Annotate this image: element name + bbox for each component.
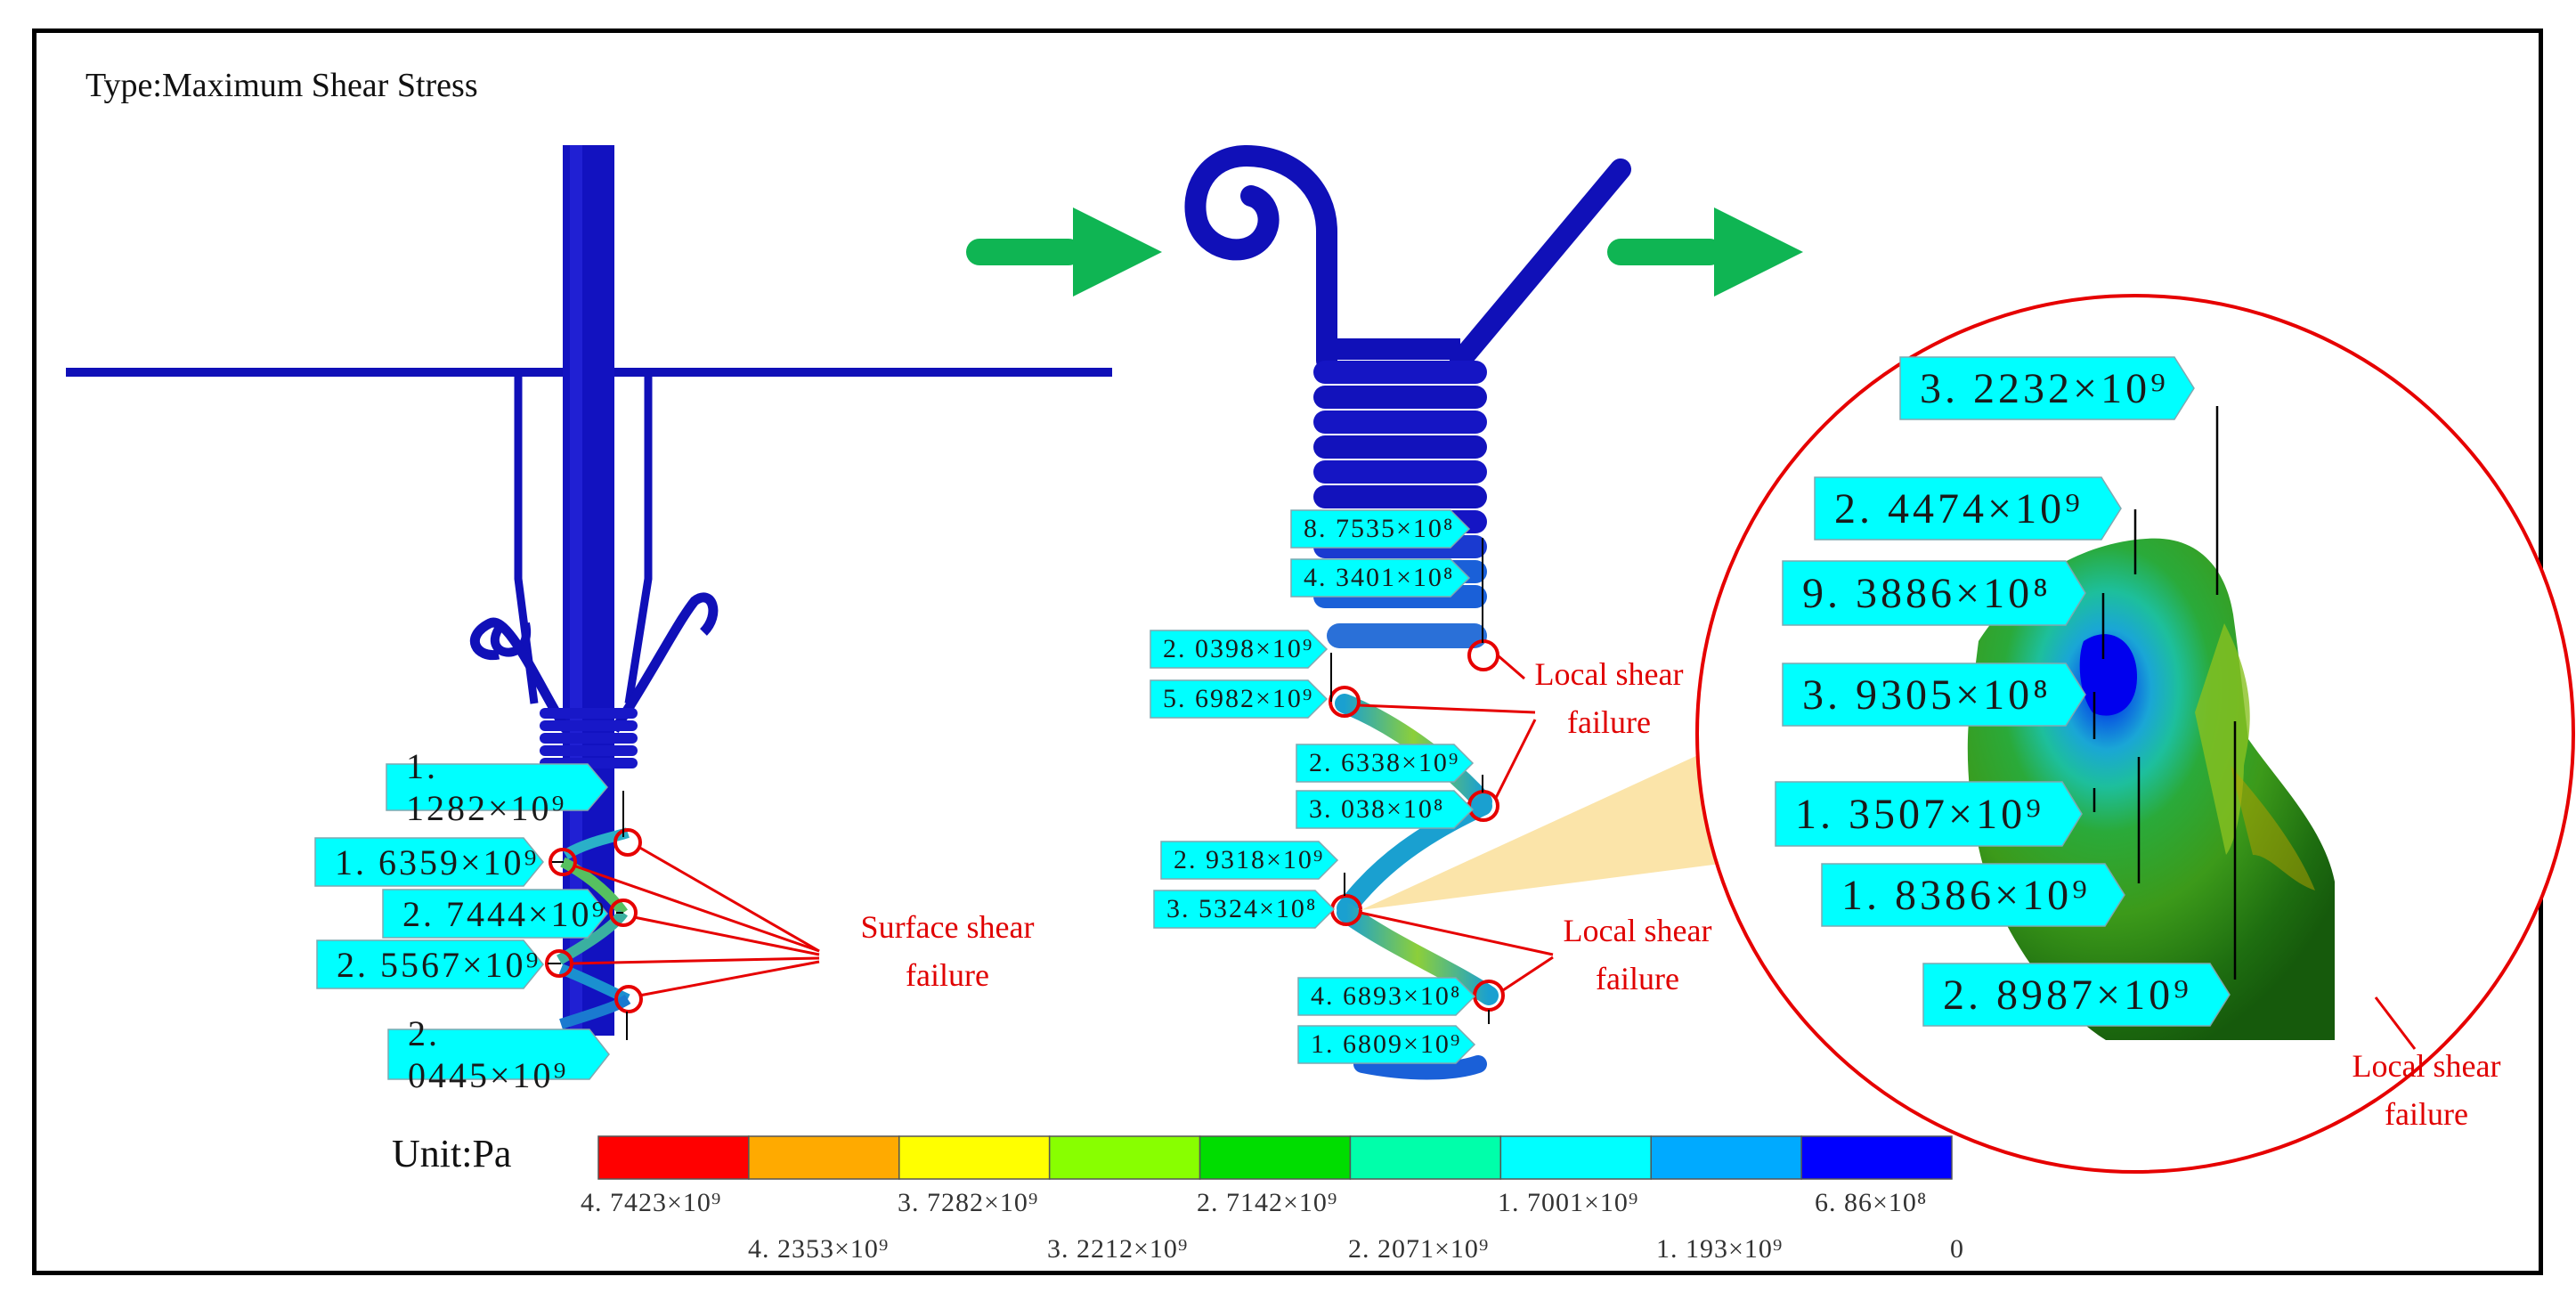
zoom-tag-2: 2. 4474×10⁹ [1834, 484, 2084, 533]
colorbar-tick-bottom-2: 3. 2212×10⁹ [1047, 1234, 1189, 1264]
unit-label: Unit:Pa [392, 1132, 512, 1175]
left-tag-2: 1. 6359×10⁹ [335, 842, 540, 882]
zoom-tag-5: 1. 3507×10⁹ [1795, 790, 2044, 838]
tag-shape [387, 1029, 610, 1080]
left-note-line1: Surface shear [860, 909, 1035, 945]
middle-tag-9: 4. 6893×10⁸ [1311, 981, 1462, 1011]
tag-shapes [314, 356, 2231, 1080]
tag-shape [1296, 790, 1475, 829]
tag-shape [1150, 679, 1329, 719]
tag-shape [1782, 560, 2086, 626]
colorbar-segment [1349, 1135, 1502, 1180]
tag-shape [1782, 663, 2086, 727]
left-tag-1: 1. 1282×10⁹ [406, 746, 567, 828]
middle-tag-6: 3. 038×10⁸ [1309, 794, 1445, 824]
left-tight-coil [540, 708, 638, 768]
middle-tag-5: 2. 6338×10⁹ [1309, 748, 1460, 777]
left-pointers [548, 791, 628, 1040]
left-failure-circles [545, 828, 643, 1013]
left-tag-4: 2. 5567×10⁹ [337, 944, 541, 985]
middle-tight-coil [1313, 361, 1487, 648]
middle-pointers [1330, 538, 1490, 1024]
middle-tag-10: 1. 6809×10⁹ [1311, 1029, 1462, 1059]
tag-shape [316, 939, 544, 989]
zoom-tag-6: 1. 8386×10⁹ [1841, 871, 2091, 919]
tag-shape [1821, 863, 2125, 927]
colorbar-tick-top-4: 1. 7001×10⁹ [1498, 1188, 1639, 1217]
colorbar-tick-top-5: 6. 86×10⁸ [1815, 1188, 1928, 1217]
colorbar-tick-top-3: 2. 7142×10⁹ [1197, 1188, 1338, 1217]
zoom-tag-3: 9. 3886×10⁸ [1802, 569, 2052, 617]
middle-failure-note-upper: Local shear failure [1516, 650, 1702, 746]
tag-shape [314, 837, 544, 887]
middle-note-upper-line2: failure [1567, 704, 1651, 740]
zoom-tag-4: 3. 9305×10⁸ [1802, 671, 2052, 719]
left-failure-note: Surface shear failure [823, 903, 1072, 999]
tag-shape [1153, 890, 1336, 929]
left-leaders [569, 845, 820, 997]
tag-shape [1160, 841, 1339, 880]
colorbar-segment [1650, 1135, 1802, 1180]
middle-note-lower-line1: Local shear [1563, 913, 1712, 948]
middle-tag-8: 3. 5324×10⁸ [1166, 894, 1318, 923]
tag-shape [1297, 1025, 1476, 1064]
arrow-2 [1607, 207, 1803, 297]
zoom-tag-7: 2. 8987×10⁹ [1943, 971, 2192, 1019]
middle-failure-note-lower: Local shear failure [1544, 907, 1731, 1003]
zoom-tag-1: 3. 2232×10⁹ [1920, 364, 2169, 412]
middle-tag-1: 8. 7535×10⁸ [1304, 514, 1455, 543]
tag-shape [382, 889, 608, 939]
zoom-failure-note: Local shear failure [2333, 1042, 2520, 1138]
colorbar-segment [1499, 1135, 1652, 1180]
colorbar-tick-bottom-3: 2. 2071×10⁹ [1348, 1234, 1490, 1264]
middle-note-lower-line2: failure [1596, 961, 1679, 996]
figure-title: Type:Maximum Shear Stress [85, 67, 478, 104]
colorbar-segment [597, 1135, 750, 1180]
arrow-1 [966, 207, 1162, 297]
middle-note-upper-line1: Local shear [1534, 656, 1684, 692]
colorbar-tick-top-1: 4. 7423×10⁹ [581, 1188, 722, 1217]
middle-leaders [1358, 654, 1554, 992]
tag-shape [1290, 558, 1471, 598]
colorbar [597, 1135, 1953, 1180]
left-tag-3: 2. 7444×10⁹ [402, 893, 607, 934]
tag-shape [1150, 630, 1329, 669]
tag-shape [1297, 977, 1476, 1016]
tag-shape [1922, 963, 2231, 1027]
colorbar-tick-bottom-4: 1. 193×10⁹ [1656, 1234, 1784, 1264]
zoom-fan [1361, 750, 1790, 910]
middle-tag-7: 2. 9318×10⁹ [1174, 845, 1325, 874]
tag-shape [1814, 476, 2122, 541]
middle-tag-4: 5. 6982×10⁹ [1163, 684, 1314, 713]
tag-shape [1775, 781, 2083, 847]
colorbar-segment [1800, 1135, 1953, 1180]
tag-shape [1296, 744, 1475, 783]
colorbar-tick-top-2: 3. 7282×10⁹ [898, 1188, 1039, 1217]
zoom-panel [1695, 294, 2575, 1174]
colorbar-segment [1199, 1135, 1352, 1180]
zoom-pointers [2092, 406, 2237, 980]
left-structure [66, 145, 1112, 1040]
tag-shape [1290, 509, 1471, 549]
zoom-note-line2: failure [2385, 1096, 2468, 1132]
colorbar-tick-bottom-1: 4. 2353×10⁹ [748, 1234, 890, 1264]
left-tag-5: 2. 0445×10⁹ [408, 1013, 569, 1095]
tag-shape [386, 763, 608, 811]
zoom-note-line1: Local shear [2352, 1048, 2501, 1084]
colorbar-segment [1048, 1135, 1201, 1180]
colorbar-tick-bottom-5: 0 [1950, 1234, 1964, 1264]
colorbar-segment [898, 1135, 1051, 1180]
tag-shape [1899, 356, 2195, 420]
middle-tag-2: 4. 3401×10⁸ [1304, 563, 1455, 592]
colorbar-segment [748, 1135, 900, 1180]
middle-tag-3: 2. 0398×10⁹ [1163, 634, 1314, 663]
left-note-line2: failure [906, 957, 989, 993]
